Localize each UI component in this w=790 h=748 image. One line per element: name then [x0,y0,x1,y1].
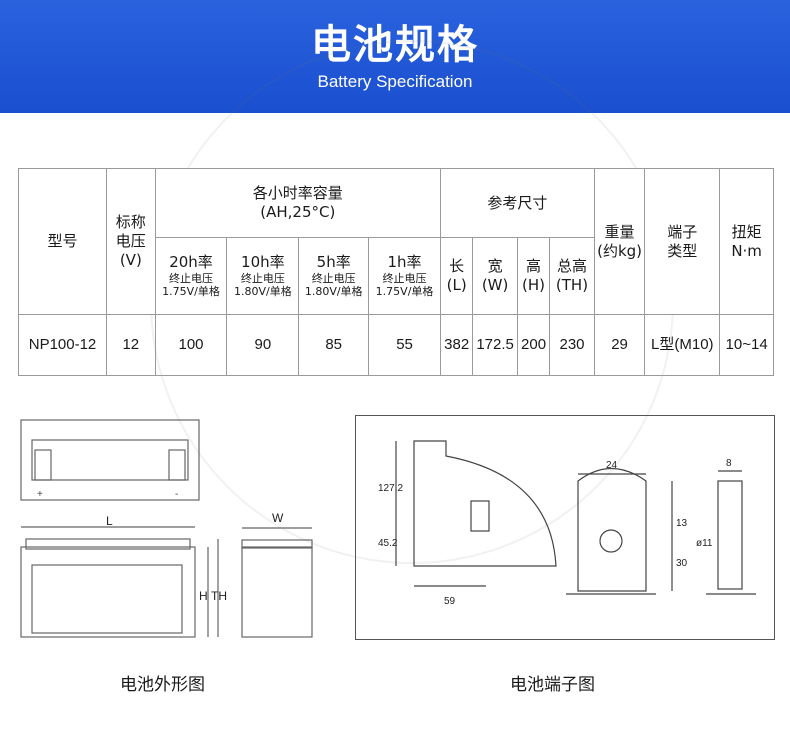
front-view-panel [31,564,183,634]
cell-model: NP100-12 [17,314,108,376]
cell-c1: 55 [368,314,441,376]
page-subtitle: Battery Specification [317,72,473,91]
cell-length: 382 [439,314,474,376]
terminal-front [577,468,647,592]
cell-voltage: 12 [106,314,156,376]
terminal-bolt [470,500,490,532]
header-c5: 5h率 终止电压 1.80V/单格 [298,237,370,315]
header-height: 高 (H) [516,237,551,315]
header-c20: 20h率 终止电压 1.75V/单格 [154,237,228,315]
header-dimensions: 参考尺寸 [439,168,595,238]
front-view-body [20,546,196,638]
side-view-body [241,546,313,638]
spec-table: 型号 标称 电压 (V) 各小时率容量 (AH,25°C) 参考尺寸 重量 (约… [17,168,774,376]
dim-11: ø11 [696,538,713,549]
header-capacity: 各小时率容量 (AH,25°C) [154,168,441,238]
top-view-body [20,419,200,501]
cell-terminal: L型(M10) [644,314,721,376]
caption-outline: 电池外形图 [120,675,205,695]
header-model: 型号 [17,168,108,315]
dim-TH-label: TH [211,589,227,603]
dim-59: 59 [444,596,456,607]
header-c10: 10h率 终止电压 1.80V/单格 [226,237,300,315]
caption-terminal: 电池端子图 [510,675,595,695]
header-banner: 电池规格 Battery Specification [0,0,790,113]
side-view: W [238,500,328,650]
top-view-polarity-mark: - [175,489,178,500]
dim-13: 13 [676,518,688,529]
side-view-lid [241,539,313,549]
top-view-terminal-left [34,449,52,481]
dim-127-2: 127.2 [378,483,403,494]
terminal-side [717,480,743,590]
dim-30: 30 [676,558,688,569]
header-width: 宽 (W) [472,237,518,315]
header-torque: 扭矩 N·m [719,168,774,315]
terminal-hole [599,529,623,553]
dim-24: 24 [606,460,618,471]
top-view-inner [31,439,189,481]
outline-drawing-svg: + - L H TH [20,419,311,638]
cell-width: 172.5 [472,314,518,376]
dim-8: 8 [726,458,732,469]
header-length: 长 (L) [439,237,474,315]
top-view-terminal-right [168,449,186,481]
terminal-drawing: 127.2 45.2 59 24 13 30 8 ø11 [355,415,775,640]
dim-H-label: H [199,589,208,603]
terminal-profile [413,440,557,567]
header-terminal: 端子 类型 [644,168,721,315]
table-row: NP100-12 12 100 90 85 55 382 172.5 200 2… [17,314,774,376]
cell-height: 200 [516,314,551,376]
cell-weight: 29 [593,314,646,376]
dim-L-label: L [106,514,113,528]
cell-c10: 90 [226,314,300,376]
header-weight: 重量 (约kg) [593,168,646,315]
outline-drawing: + - L H TH [18,415,311,655]
cell-torque: 10~14 [719,314,774,376]
cell-c5: 85 [298,314,370,376]
cell-total-height: 230 [549,314,595,376]
terminal-drawing-svg: 127.2 45.2 59 24 13 30 8 ø11 [378,440,756,607]
dim-45-2: 45.2 [378,538,398,549]
dim-W-label: W [272,511,284,525]
header-total-height: 总高 (TH) [549,237,595,315]
front-view-lid [25,538,191,550]
header-c1: 1h率 终止电压 1.75V/单格 [368,237,441,315]
side-view-svg: W [241,511,313,638]
page-title: 电池规格 [311,22,479,68]
cell-c20: 100 [154,314,228,376]
top-view-polarity-mark: + [37,489,43,500]
header-voltage: 标称 电压 (V) [106,168,156,315]
